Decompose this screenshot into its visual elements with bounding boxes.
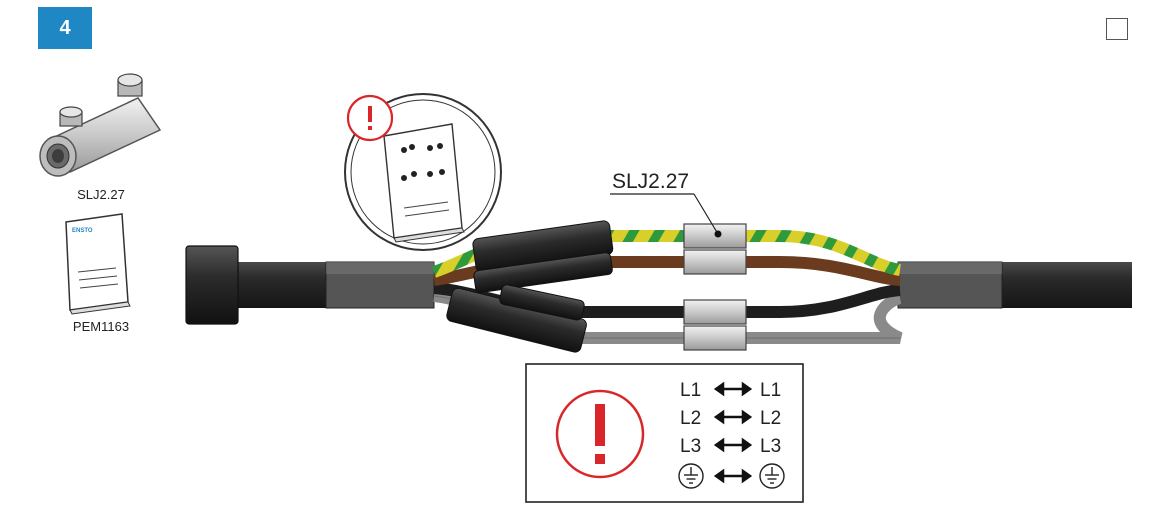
connector-l3 bbox=[683, 325, 747, 351]
svg-text:L1: L1 bbox=[680, 380, 701, 401]
manual-brand-label: ENSTO bbox=[72, 228, 93, 234]
refer-manual-badge bbox=[344, 93, 502, 251]
svg-text:L2: L2 bbox=[680, 408, 701, 429]
left-cable bbox=[185, 245, 435, 325]
connector-code-label: SLJ2.27 bbox=[77, 187, 125, 202]
step-complete-checkbox[interactable] bbox=[1106, 18, 1128, 40]
shrink-sleeves bbox=[446, 220, 614, 353]
svg-text:L3: L3 bbox=[680, 436, 701, 457]
manual-code-label: PEM1163 bbox=[73, 319, 129, 334]
connector-callout: SLJ2.27 bbox=[610, 170, 722, 238]
earth-ground-icon bbox=[678, 463, 704, 489]
connector-earth bbox=[683, 223, 747, 249]
wire-brown bbox=[433, 256, 901, 286]
connector-l2 bbox=[683, 299, 747, 325]
double-arrow-icon bbox=[713, 437, 753, 453]
phase-row-ground bbox=[678, 463, 785, 489]
wire-yellow-green bbox=[432, 230, 902, 278]
wire-connectors bbox=[683, 223, 747, 351]
double-arrow-icon bbox=[713, 468, 753, 484]
phase-mapping-box: L1 L1 L2 L2 L3 L3 bbox=[525, 363, 804, 503]
right-cable bbox=[897, 261, 1132, 309]
svg-text:L3: L3 bbox=[760, 436, 781, 457]
connector-sleeve-illustration bbox=[39, 73, 162, 177]
phase-row-1: L1 L1 bbox=[680, 380, 781, 401]
installation-manual-illustration: ENSTO bbox=[65, 213, 131, 315]
double-arrow-icon bbox=[713, 381, 753, 397]
phase-row-2: L2 L2 bbox=[680, 408, 781, 429]
double-arrow-icon bbox=[713, 409, 753, 425]
earth-ground-icon bbox=[759, 463, 785, 489]
svg-text:L2: L2 bbox=[760, 408, 781, 429]
connector-l1 bbox=[683, 249, 747, 275]
step-number-badge: 4 bbox=[38, 7, 92, 49]
svg-text:L1: L1 bbox=[760, 380, 781, 401]
phase-row-3: L3 L3 bbox=[680, 436, 781, 457]
callout-label: SLJ2.27 bbox=[612, 170, 689, 193]
